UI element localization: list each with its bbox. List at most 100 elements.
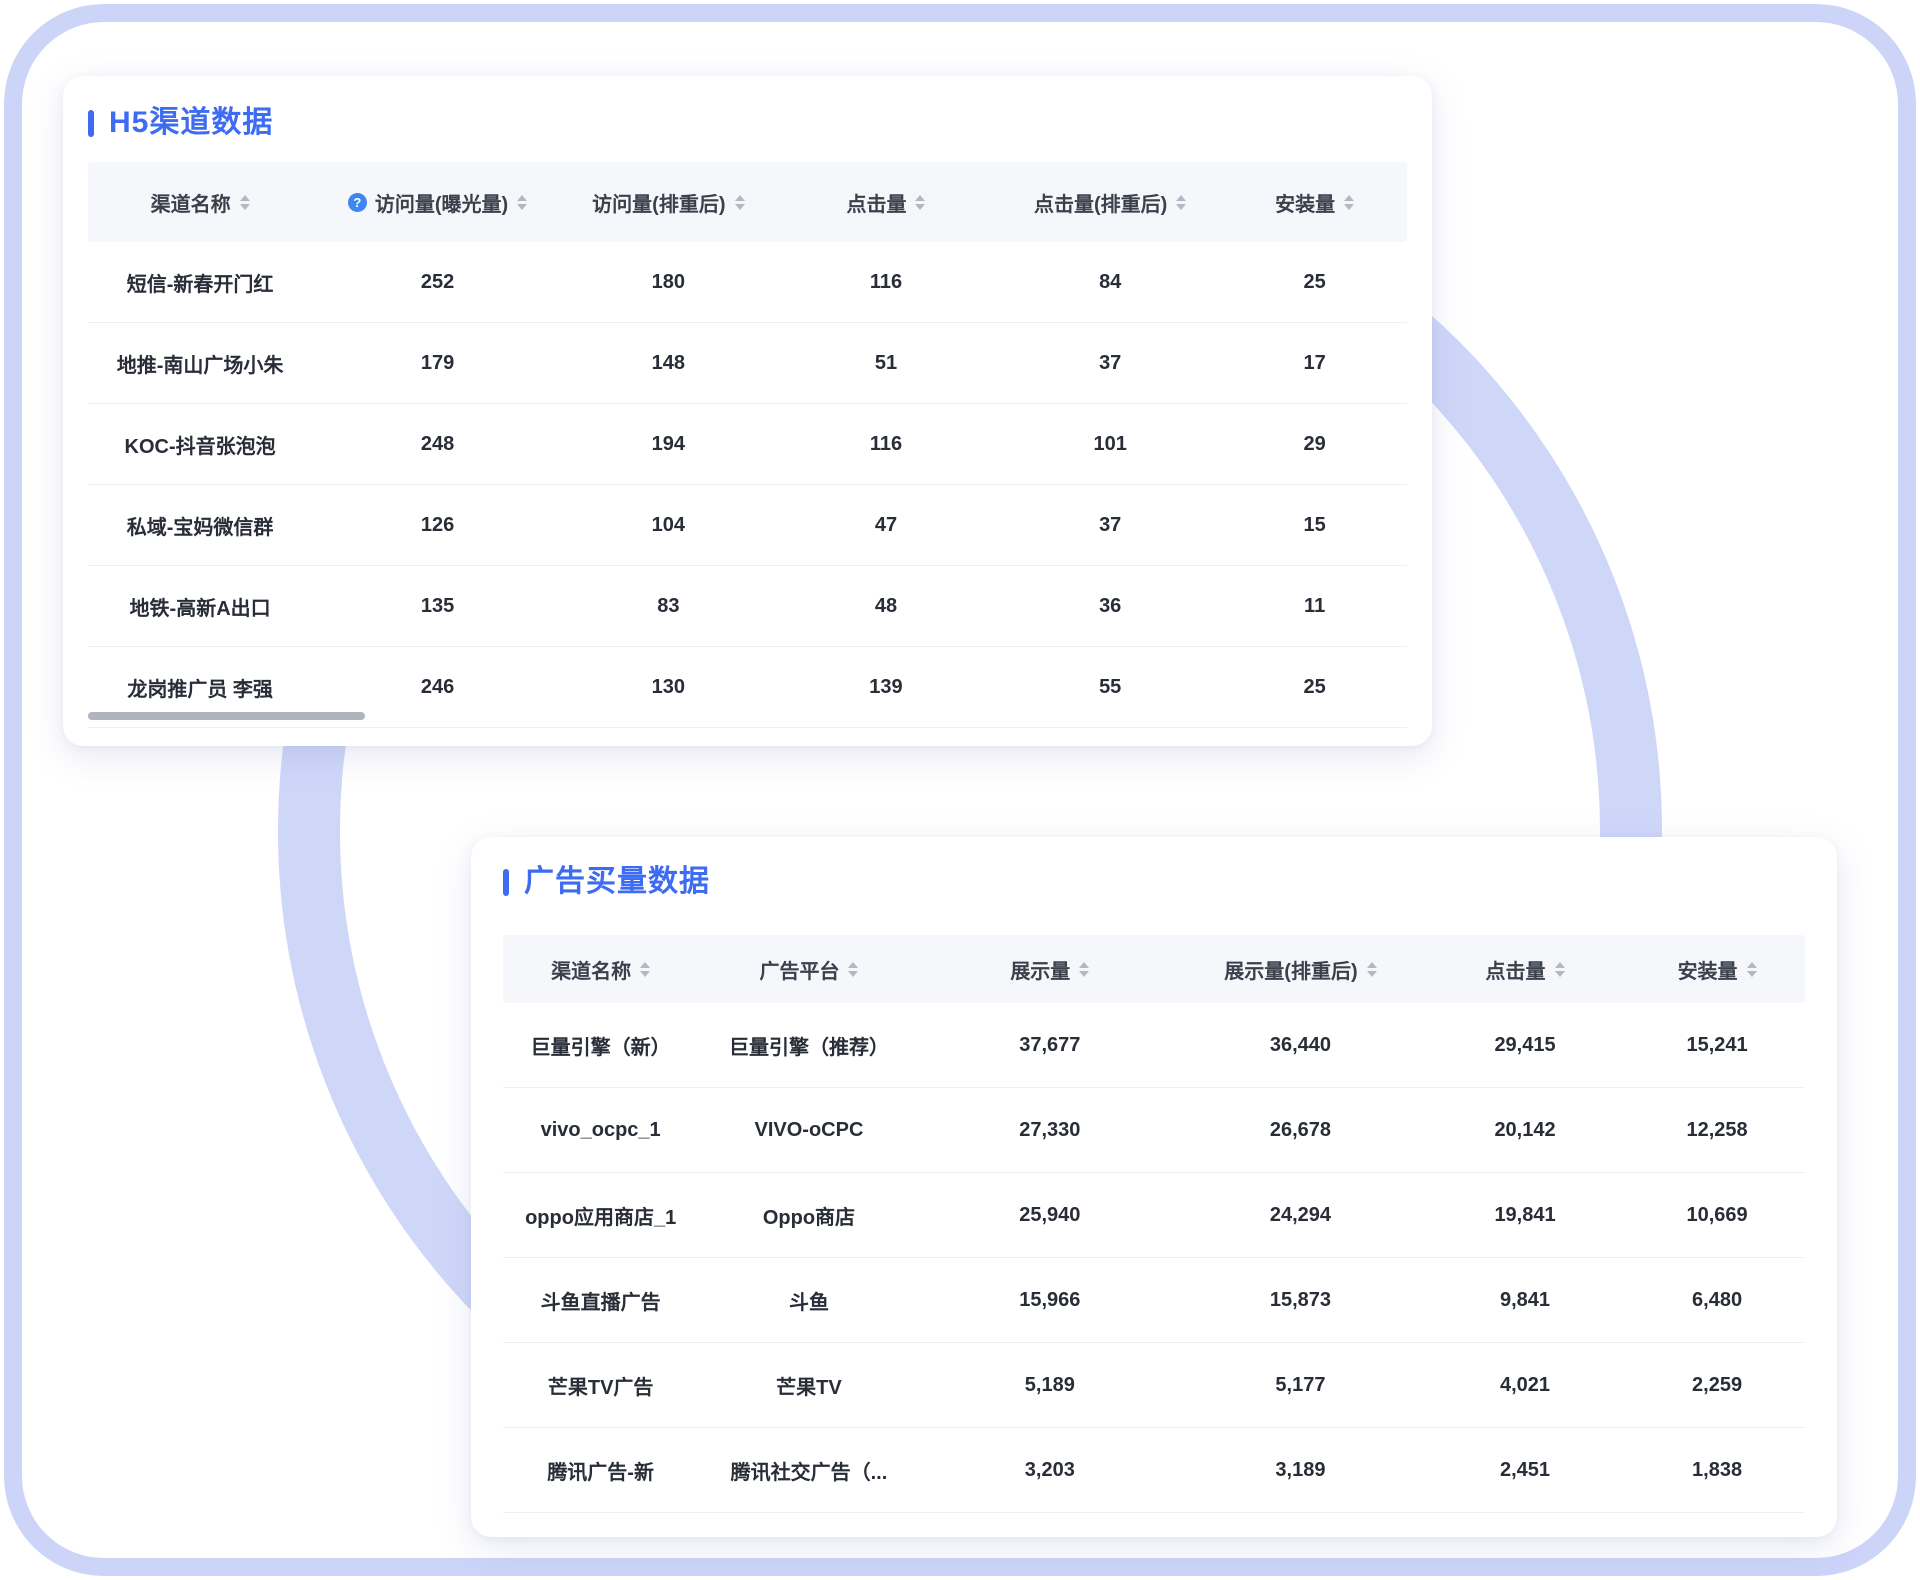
ad_card-column-header-1[interactable]: 渠道名称 — [503, 955, 698, 984]
h5_card-column-header-1[interactable]: 渠道名称 — [88, 188, 312, 217]
value-cell: 139 — [869, 675, 903, 698]
column-label: 展示量(排重后) — [1224, 960, 1358, 983]
sort-icon[interactable] — [239, 194, 250, 210]
sort-icon[interactable] — [1746, 961, 1757, 977]
horizontal-scrollbar[interactable] — [88, 712, 1407, 720]
value-cell: 17 — [1303, 351, 1326, 374]
value-cell: 130 — [651, 675, 686, 698]
value-cell: 10,669 — [1686, 1203, 1748, 1226]
value-cell: 116 — [869, 270, 903, 293]
value-cell: 26,678 — [1269, 1118, 1332, 1141]
horizontal-scrollbar-thumb[interactable] — [88, 712, 365, 720]
value-cell: 51 — [874, 351, 898, 374]
h5-channel-data-card: H5渠道数据 渠道名称? 访问量(曝光量) 访问量(排重后) 点击量 点击量(排重后)安… — [63, 76, 1432, 746]
value-cell: 腾讯社交广告（... — [730, 1461, 888, 1484]
value-cell: 斗鱼 — [788, 1291, 829, 1314]
column-label: 广告平台 — [759, 960, 840, 983]
value-cell: 15,241 — [1686, 1033, 1748, 1056]
sort-icon[interactable] — [915, 194, 926, 210]
sort-icon[interactable] — [640, 961, 651, 977]
ad-buying-data-card: 广告买量数据 渠道名称广告平台展示量展示量(排重后)点击量安装量 巨量引擎（新）… — [471, 837, 1837, 1537]
value-cell: 29,415 — [1494, 1033, 1556, 1056]
value-cell: 135 — [420, 594, 455, 617]
h5_card-column-header-6[interactable]: 安装量 — [1222, 188, 1407, 217]
value-cell: 11 — [1304, 594, 1326, 617]
channel-name-cell: 腾讯广告-新 — [547, 1461, 654, 1484]
value-cell: 3,189 — [1275, 1458, 1326, 1481]
column-label: 点击量 — [1485, 960, 1546, 983]
sort-icon[interactable] — [1344, 194, 1355, 210]
value-cell: 180 — [651, 270, 686, 293]
sort-icon[interactable] — [1554, 961, 1565, 977]
value-cell: 37,677 — [1019, 1033, 1081, 1056]
value-cell: 3,203 — [1024, 1458, 1075, 1481]
channel-name-cell: oppo应用商店_1 — [525, 1206, 677, 1229]
value-cell: 179 — [420, 351, 455, 374]
value-cell: 12,258 — [1686, 1118, 1748, 1141]
h5-card-title: H5渠道数据 — [109, 106, 274, 139]
title-accent-bar — [503, 868, 509, 896]
sort-icon[interactable] — [517, 194, 528, 210]
column-label: 访问量(排重后) — [592, 193, 726, 216]
value-cell: 巨量引擎（推荐） — [728, 1036, 889, 1059]
column-label: 展示量 — [1010, 960, 1071, 983]
value-cell: 25 — [1303, 270, 1326, 293]
value-cell: 126 — [420, 513, 455, 536]
h5_card-column-header-2[interactable]: ? 访问量(曝光量) — [312, 188, 563, 217]
value-cell: 5,177 — [1275, 1373, 1326, 1396]
value-cell: 6,480 — [1692, 1288, 1743, 1311]
column-label: 点击量 — [846, 193, 907, 216]
value-cell: 5,189 — [1024, 1373, 1075, 1396]
value-cell: 36 — [1099, 594, 1122, 617]
title-accent-bar — [88, 109, 94, 137]
value-cell: 芒果TV — [776, 1376, 842, 1399]
ad_card-column-header-5[interactable]: 点击量 — [1421, 955, 1629, 984]
h5_card-column-header-3[interactable]: 访问量(排重后) — [563, 188, 774, 217]
sort-icon[interactable] — [1079, 961, 1090, 977]
column-label: 安装量 — [1677, 960, 1738, 983]
value-cell: 37 — [1099, 513, 1122, 536]
sort-icon[interactable] — [1176, 194, 1187, 210]
ad_card-column-header-2[interactable]: 广告平台 — [698, 955, 919, 984]
value-cell: 148 — [651, 351, 686, 374]
ad_card-column-header-6[interactable]: 安装量 — [1629, 955, 1805, 984]
value-cell: 29 — [1303, 432, 1326, 455]
value-cell: Oppo商店 — [762, 1206, 856, 1229]
value-cell: 2,259 — [1692, 1373, 1743, 1396]
ad_card-column-header-3[interactable]: 展示量 — [920, 955, 1180, 984]
channel-name-cell: 私域-宝妈微信群 — [126, 516, 274, 539]
value-cell: 48 — [874, 594, 898, 617]
channel-name-cell: 龙岗推广员 李强 — [127, 678, 273, 701]
sort-icon[interactable] — [1366, 961, 1377, 977]
value-cell: 25 — [1303, 675, 1326, 698]
value-cell: 37 — [1099, 351, 1122, 374]
value-cell: 36,440 — [1269, 1033, 1332, 1056]
value-cell: 246 — [420, 675, 455, 698]
value-cell: VIVO-oCPC — [754, 1118, 864, 1141]
h5_card-column-header-4[interactable]: 点击量 — [774, 188, 998, 217]
sort-icon[interactable] — [734, 194, 745, 210]
value-cell: 252 — [420, 270, 455, 293]
value-cell: 2,451 — [1500, 1458, 1551, 1481]
column-label: 访问量(曝光量) — [374, 193, 509, 216]
value-cell: 84 — [1099, 270, 1122, 293]
value-cell: 24,294 — [1269, 1203, 1332, 1226]
sort-icon[interactable] — [848, 961, 859, 977]
ad-card-header: 广告买量数据 — [503, 865, 1805, 899]
value-cell: 116 — [869, 432, 903, 455]
value-cell: 25,940 — [1019, 1203, 1081, 1226]
ad_card-column-header-4[interactable]: 展示量(排重后) — [1180, 955, 1421, 984]
channel-name-cell: 斗鱼直播广告 — [540, 1291, 661, 1314]
h5_card-column-header-5[interactable]: 点击量(排重后) — [998, 188, 1222, 217]
help-icon[interactable]: ? — [347, 192, 367, 212]
